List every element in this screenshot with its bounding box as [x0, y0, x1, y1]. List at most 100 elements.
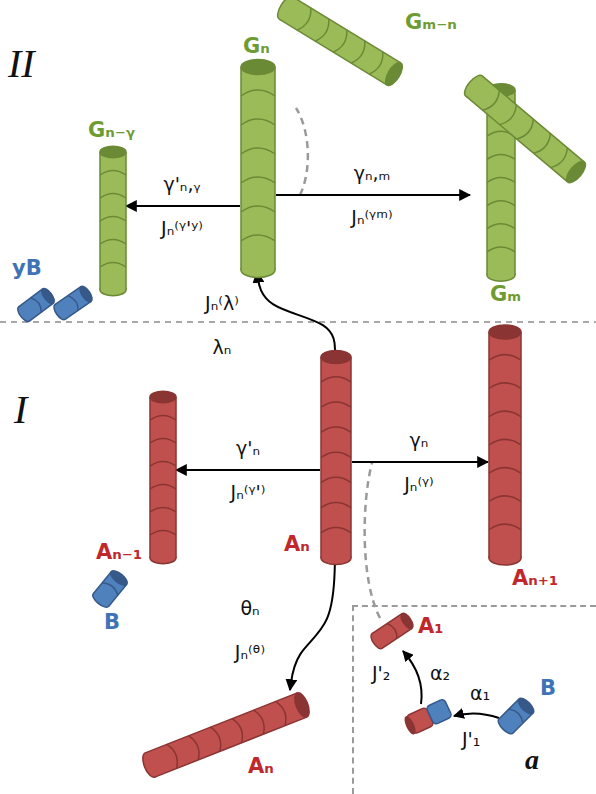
filament-node: Gₙ₋ᵧ: [100, 150, 126, 292]
reaction-arrow: [126, 205, 240, 207]
subunit-line: [551, 148, 571, 171]
species-label: B: [540, 676, 556, 701]
filament-node: Aₙ: [320, 355, 352, 560]
subunit-line: [321, 452, 351, 457]
filament-body: [321, 357, 351, 558]
rate-label: γ'ₙ,ᵧ Jₙ⁽ᵞ'ʸ⁾: [161, 162, 203, 250]
subunit-line: [483, 90, 503, 113]
species-label: Gₙ₋ᵧ: [88, 118, 135, 143]
filament-node: Aₙ₋₁: [150, 395, 176, 560]
monomer-node: B: [95, 572, 125, 606]
subunit-line: [232, 717, 246, 743]
filament-opening: [563, 158, 589, 185]
monomer-node: A₁: [372, 615, 412, 647]
joining-curve: [296, 108, 308, 195]
subunit-line: [321, 377, 351, 382]
dimer-end: [402, 715, 418, 737]
reaction-arrow: [176, 469, 320, 471]
subunit-line: [489, 355, 521, 361]
filament-shape: [90, 568, 129, 609]
subunit-line: [31, 296, 44, 312]
reaction-arrow: [352, 461, 488, 463]
species-label: Gₙ: [243, 34, 270, 59]
subunit-line: [150, 438, 176, 443]
filament-svg: [150, 395, 176, 560]
subunit-line: [534, 133, 554, 156]
filament-node: Gₙ: [240, 65, 276, 272]
subunit-line: [100, 216, 126, 221]
filament-body: [489, 332, 521, 558]
region-label: I: [14, 386, 27, 434]
species-label: yB: [12, 256, 42, 281]
subunit-line: [210, 726, 224, 752]
filament-body: [279, 0, 401, 85]
subunit-line: [500, 105, 520, 128]
filament-svg: [372, 615, 412, 647]
subunit-line: [68, 294, 81, 311]
filament-shape: [241, 60, 275, 278]
filament-shape: [52, 284, 95, 321]
filament-svg: [470, 80, 588, 280]
subunit-line: [150, 530, 176, 535]
subunit-line: [100, 170, 126, 175]
rate-label: γₙ,ₘ Jₙ⁽ᵞᵐ⁾: [351, 151, 392, 239]
filament-shape: [461, 72, 589, 185]
species-label: Gₘ₋ₙ: [405, 10, 457, 35]
subunit-line: [489, 411, 521, 417]
filament-outline: [279, 0, 401, 85]
filament-outline: [100, 152, 126, 290]
region-divider: [0, 321, 596, 323]
subunit-line: [489, 496, 521, 502]
rate-label: γₙ Jₙ⁽ᵞ⁾: [404, 418, 434, 506]
filament-svg: [138, 690, 314, 780]
filament-svg: [240, 65, 276, 272]
filament-outline: [321, 357, 351, 558]
filament-shape: [369, 611, 416, 650]
rate-label: J'₁: [462, 728, 480, 751]
filament-opening: [108, 568, 129, 587]
subunit-line: [321, 427, 351, 432]
subunit-line: [150, 415, 176, 420]
region-letter: a: [525, 743, 539, 777]
subunit-line: [241, 90, 275, 96]
filament-body: [100, 152, 126, 290]
filament-opening: [399, 611, 416, 630]
subunit-line: [489, 383, 521, 389]
filament-shape: [496, 696, 536, 736]
subunit-line: [150, 507, 176, 512]
filament-outline: [150, 397, 176, 558]
species-label: Aₙ: [284, 532, 310, 557]
filament-outline: [466, 76, 585, 182]
filament-svg: [500, 700, 532, 732]
joining-curve: [365, 463, 380, 618]
filament-opening: [516, 696, 536, 716]
filament-body: [145, 693, 307, 777]
filament-shape: [150, 391, 176, 563]
subunit-line: [241, 119, 275, 125]
subunit-line: [241, 235, 275, 241]
filament-opening: [321, 350, 351, 363]
subunit-line: [487, 201, 515, 206]
dimer: [402, 698, 452, 736]
subunit-line: [167, 743, 181, 769]
filament-opening: [292, 691, 312, 719]
filament-opening: [489, 325, 521, 339]
filament-node: Aₙ: [138, 690, 314, 780]
subunit-line: [321, 502, 351, 507]
subunit-line: [100, 239, 126, 244]
reaction-arrow: [257, 272, 335, 355]
filament-node: Aₙ₊₁: [488, 330, 522, 560]
subunit-line: [241, 206, 275, 212]
subunit-line: [351, 41, 368, 66]
species-label: A₁: [418, 614, 443, 639]
species-label: Gₘ: [490, 282, 521, 307]
filament-opening: [382, 60, 405, 88]
filament-opening: [100, 146, 126, 157]
subunit-line: [276, 700, 290, 726]
subunit-line: [487, 224, 515, 229]
reaction-arrow: [454, 713, 499, 718]
monomer-node: yB: [18, 288, 96, 318]
filament-body: [150, 397, 176, 558]
filament-opening: [150, 391, 176, 402]
filament-node: Gₘ: [470, 80, 588, 280]
